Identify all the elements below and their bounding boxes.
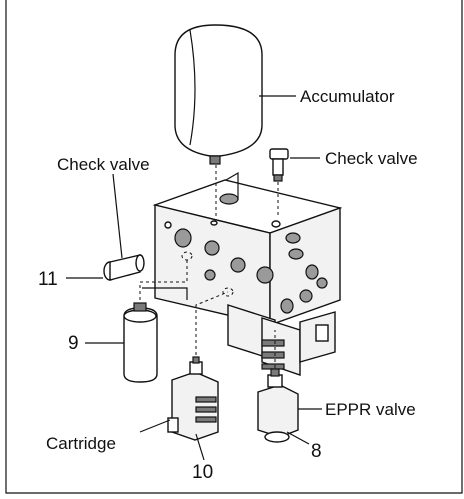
accumulator-part [174,24,263,165]
callout-11: 11 [38,269,58,290]
valve-block [152,179,343,326]
assembly-guides [139,165,279,368]
figure-frame [5,0,463,494]
callout-9: 9 [68,333,79,354]
cartridge-10-part [167,356,219,441]
label-check-valve-left: Check valve [57,155,150,174]
label-eppr-valve: EPPR valve [325,400,416,419]
check-valve-left-part [103,254,145,281]
cartridge-9-part [123,302,158,383]
leader-lines [66,95,322,461]
callout-10: 10 [192,462,213,483]
eppr-valve-part [257,368,299,443]
label-cartridge: Cartridge [46,434,116,453]
label-accumulator: Accumulator [300,87,395,106]
label-check-valve-right: Check valve [325,149,418,168]
solenoid-stack [227,304,336,376]
callout-8: 8 [311,441,322,462]
check-valve-right-part [269,148,289,182]
